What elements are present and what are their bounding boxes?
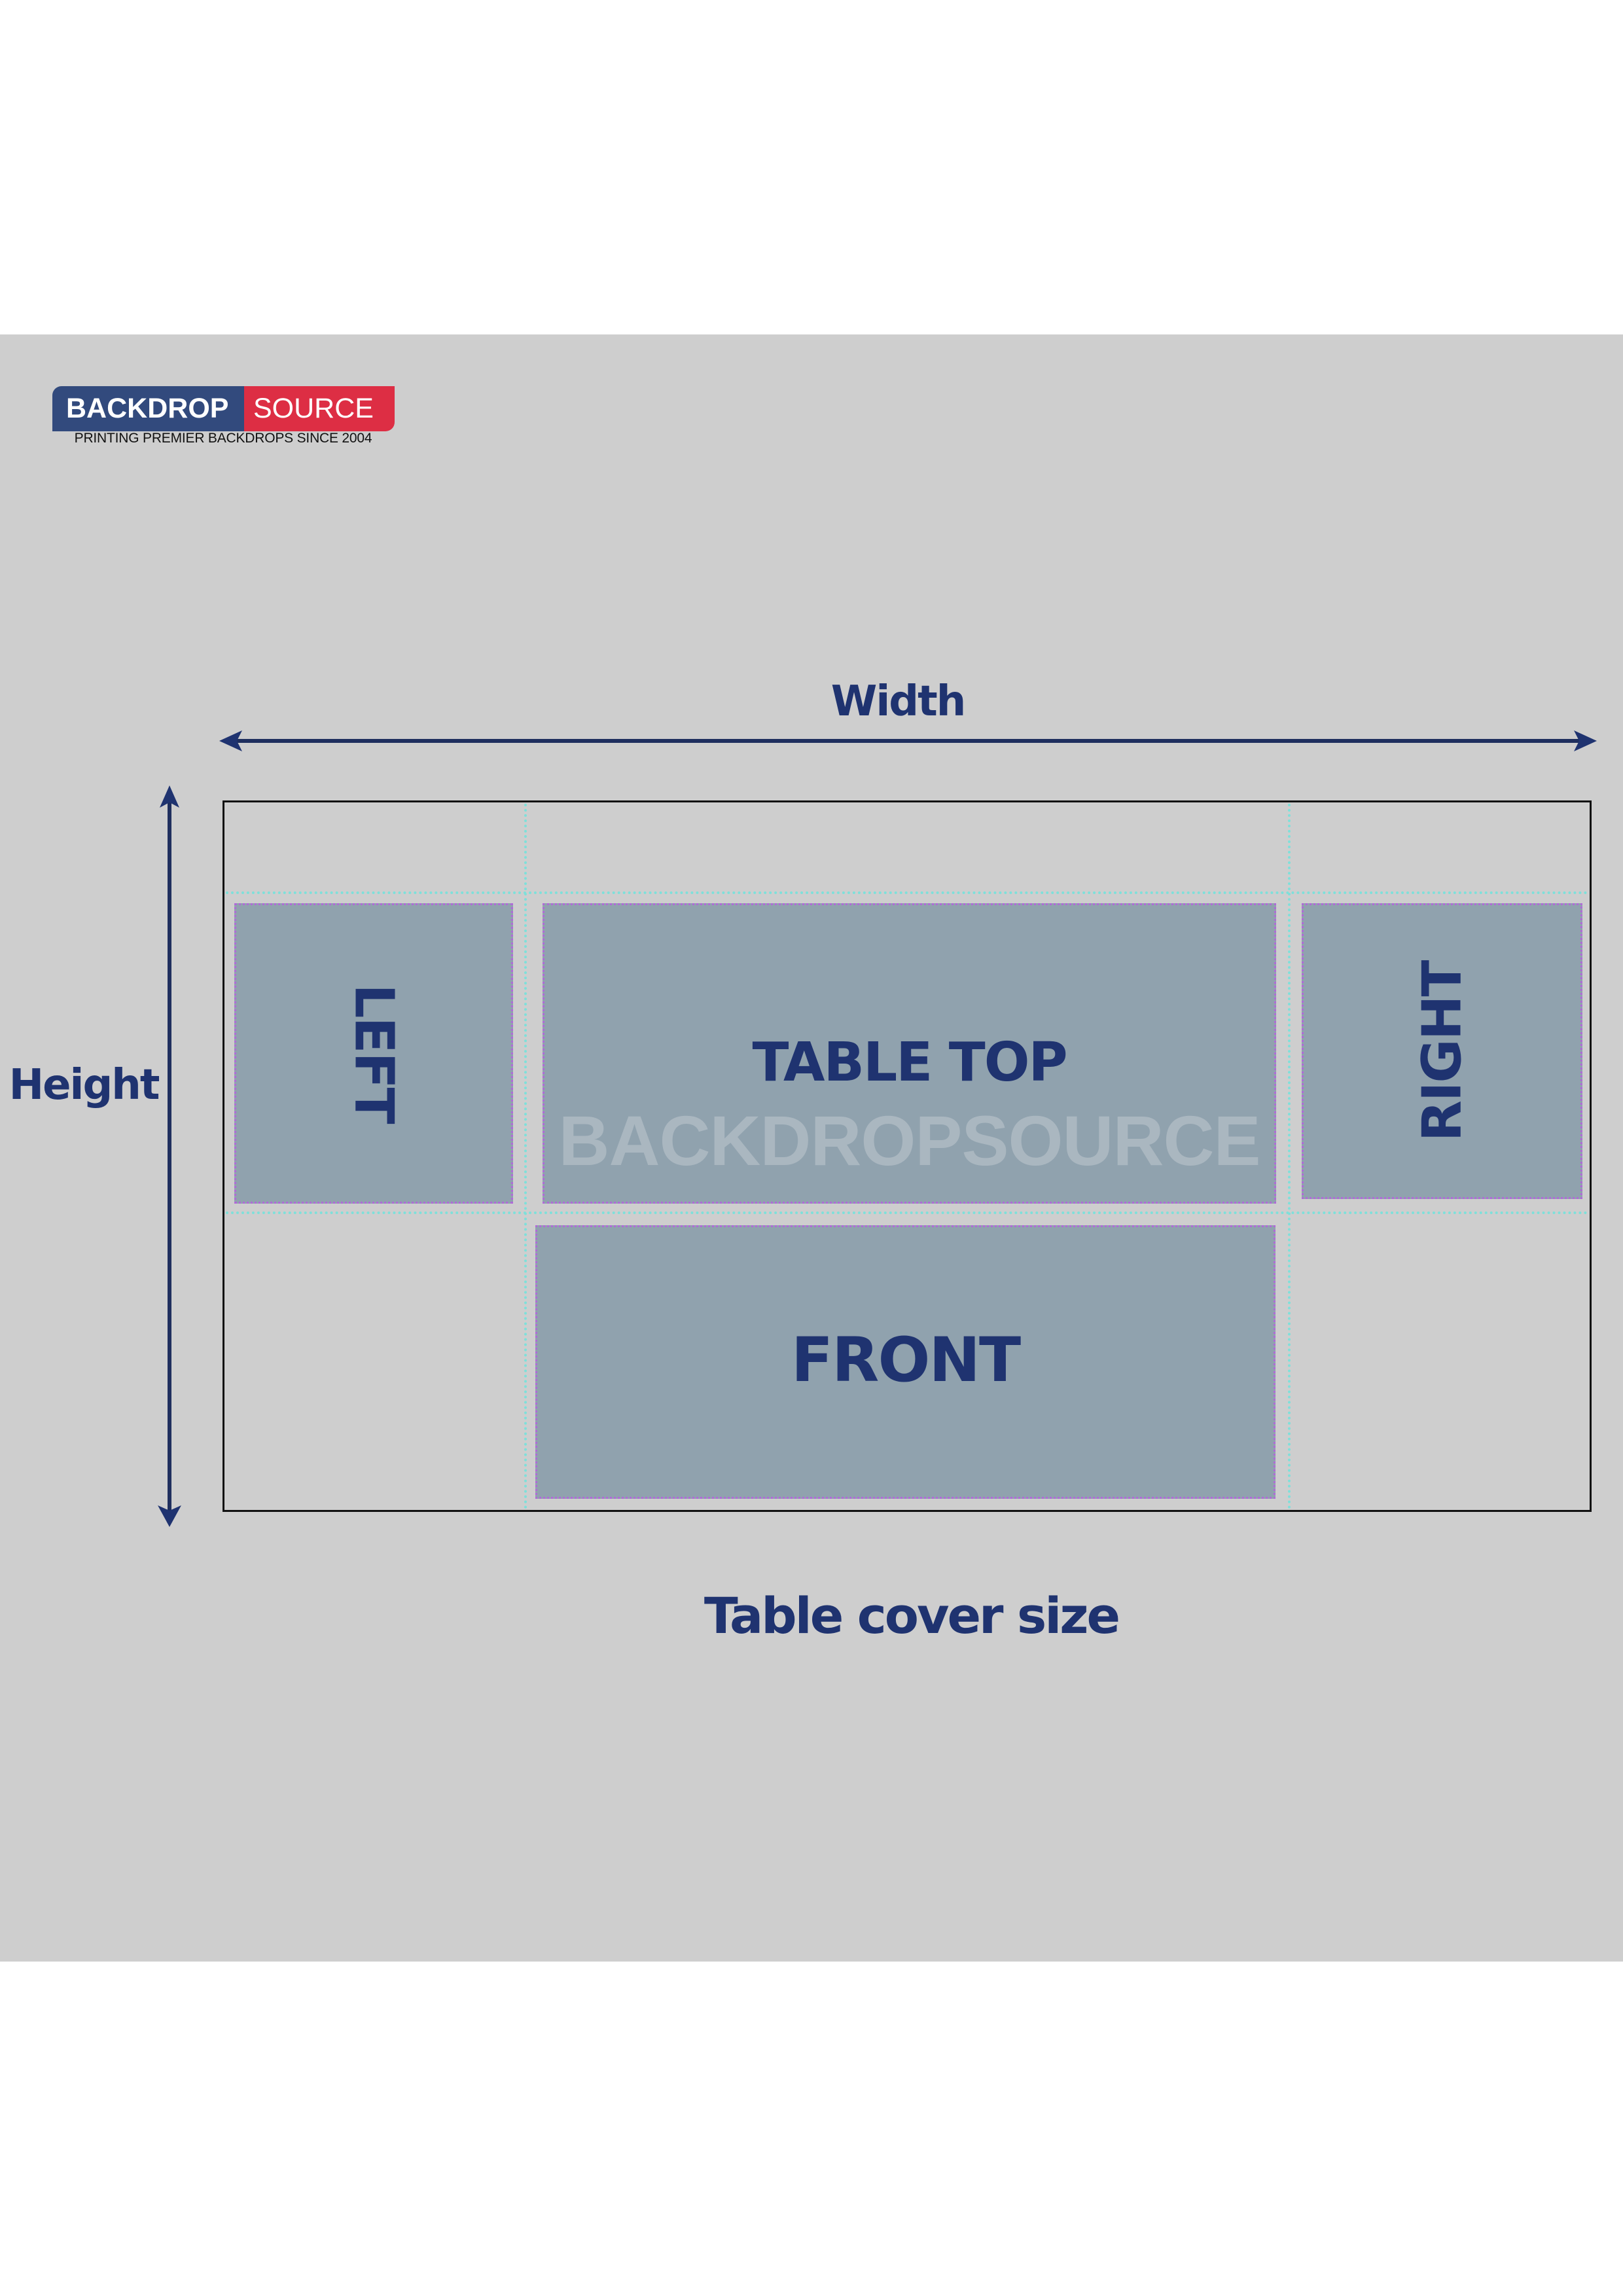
panel-right-label: RIGHT <box>1411 961 1473 1141</box>
logo-brand-right: SOURCE <box>244 386 395 431</box>
watermark: BACKDROPSOURCE <box>558 1101 1260 1180</box>
guide-line-right <box>1288 804 1291 1509</box>
guide-line-top <box>226 891 1588 894</box>
panel-table-top: TABLE TOP <box>543 903 1276 1204</box>
panel-front: FRONT <box>535 1225 1275 1499</box>
height-label: Height <box>9 1061 160 1109</box>
panel-left: LEFT <box>234 903 513 1204</box>
diagram-caption: Table cover size <box>704 1587 1120 1645</box>
panel-right: RIGHT <box>1302 903 1582 1199</box>
table-cover-outline <box>223 800 1592 1512</box>
panel-left-label: LEFT <box>342 984 405 1123</box>
width-label: Width <box>830 677 967 726</box>
logo-brand-left: BACKDROP <box>52 386 244 431</box>
panel-table-top-label: TABLE TOP <box>752 1031 1067 1094</box>
logo-tagline: PRINTING PREMIER BACKDROPS SINCE 2004 <box>74 431 372 446</box>
panel-front-label: FRONT <box>791 1324 1021 1396</box>
guide-line-left <box>524 804 527 1509</box>
guide-line-bottom <box>226 1211 1588 1214</box>
brand-logo: BACKDROP SOURCE <box>52 386 395 431</box>
